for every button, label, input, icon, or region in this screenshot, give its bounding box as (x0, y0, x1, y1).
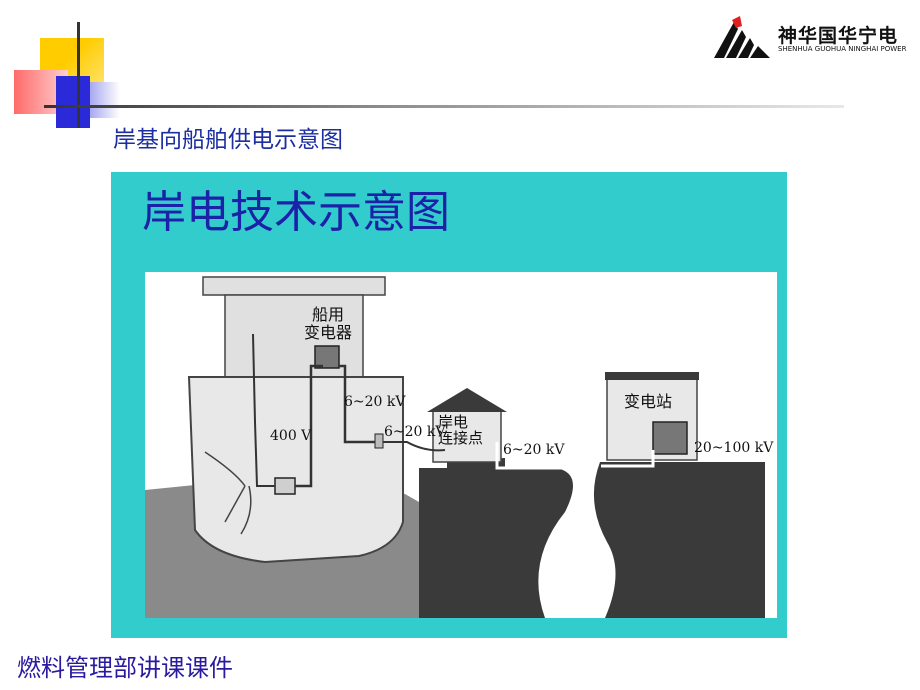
shore-left (419, 458, 573, 618)
ship-cabin (224, 294, 364, 378)
cable-substation-out (601, 450, 655, 468)
shore-right (593, 462, 765, 618)
label-shore-connection: 岸电 连接点 (438, 413, 484, 447)
decor-blue-square (56, 76, 90, 128)
label-20-100kv: 20~100 kV (694, 440, 774, 456)
label-6-20kv-connector: 6~20 kV (384, 424, 446, 440)
ship-transformer-box (314, 345, 340, 369)
label-substation: 变电站 (624, 392, 673, 411)
label-ship-transformer: 船用 变电器 (304, 305, 353, 342)
shore-house (432, 409, 502, 463)
label-400v: 400 V (270, 428, 312, 444)
logo-company-subtitle: SHENHUA GUOHUA NINGHAI POWER (778, 45, 907, 53)
company-logo-icon (714, 16, 770, 58)
cable-400v (252, 333, 275, 487)
decor-horizontal-line (44, 105, 844, 108)
ship-roof (202, 276, 386, 296)
label-6-20kv-shore: 6~20 kV (503, 442, 565, 458)
cable-connector (374, 433, 384, 449)
decor-blue-fade (90, 82, 120, 118)
substation-transformer (652, 421, 688, 455)
cable-shore-out (495, 442, 565, 470)
decor-vertical-line (77, 22, 80, 128)
cable-shore-link (383, 441, 446, 452)
cable-ship-hv (339, 364, 375, 444)
logo-company-name: 神华国华宁电 (778, 25, 899, 47)
shore-power-diagram (145, 272, 777, 618)
switchboard-box (274, 477, 296, 495)
slide-subtitle: 岸基向船舶供电示意图 (113, 127, 343, 153)
shore-house-roof (427, 388, 507, 412)
cable-ship-internal (295, 364, 323, 488)
substation-roof (605, 372, 699, 380)
panel-title: 岸电技术示意图 (142, 187, 450, 238)
footer-text: 燃料管理部讲课课件 (17, 654, 233, 682)
ship-hull (187, 376, 404, 564)
cable-roots (204, 451, 252, 535)
label-6-20kv-ship: 6~20 kV (344, 394, 406, 410)
